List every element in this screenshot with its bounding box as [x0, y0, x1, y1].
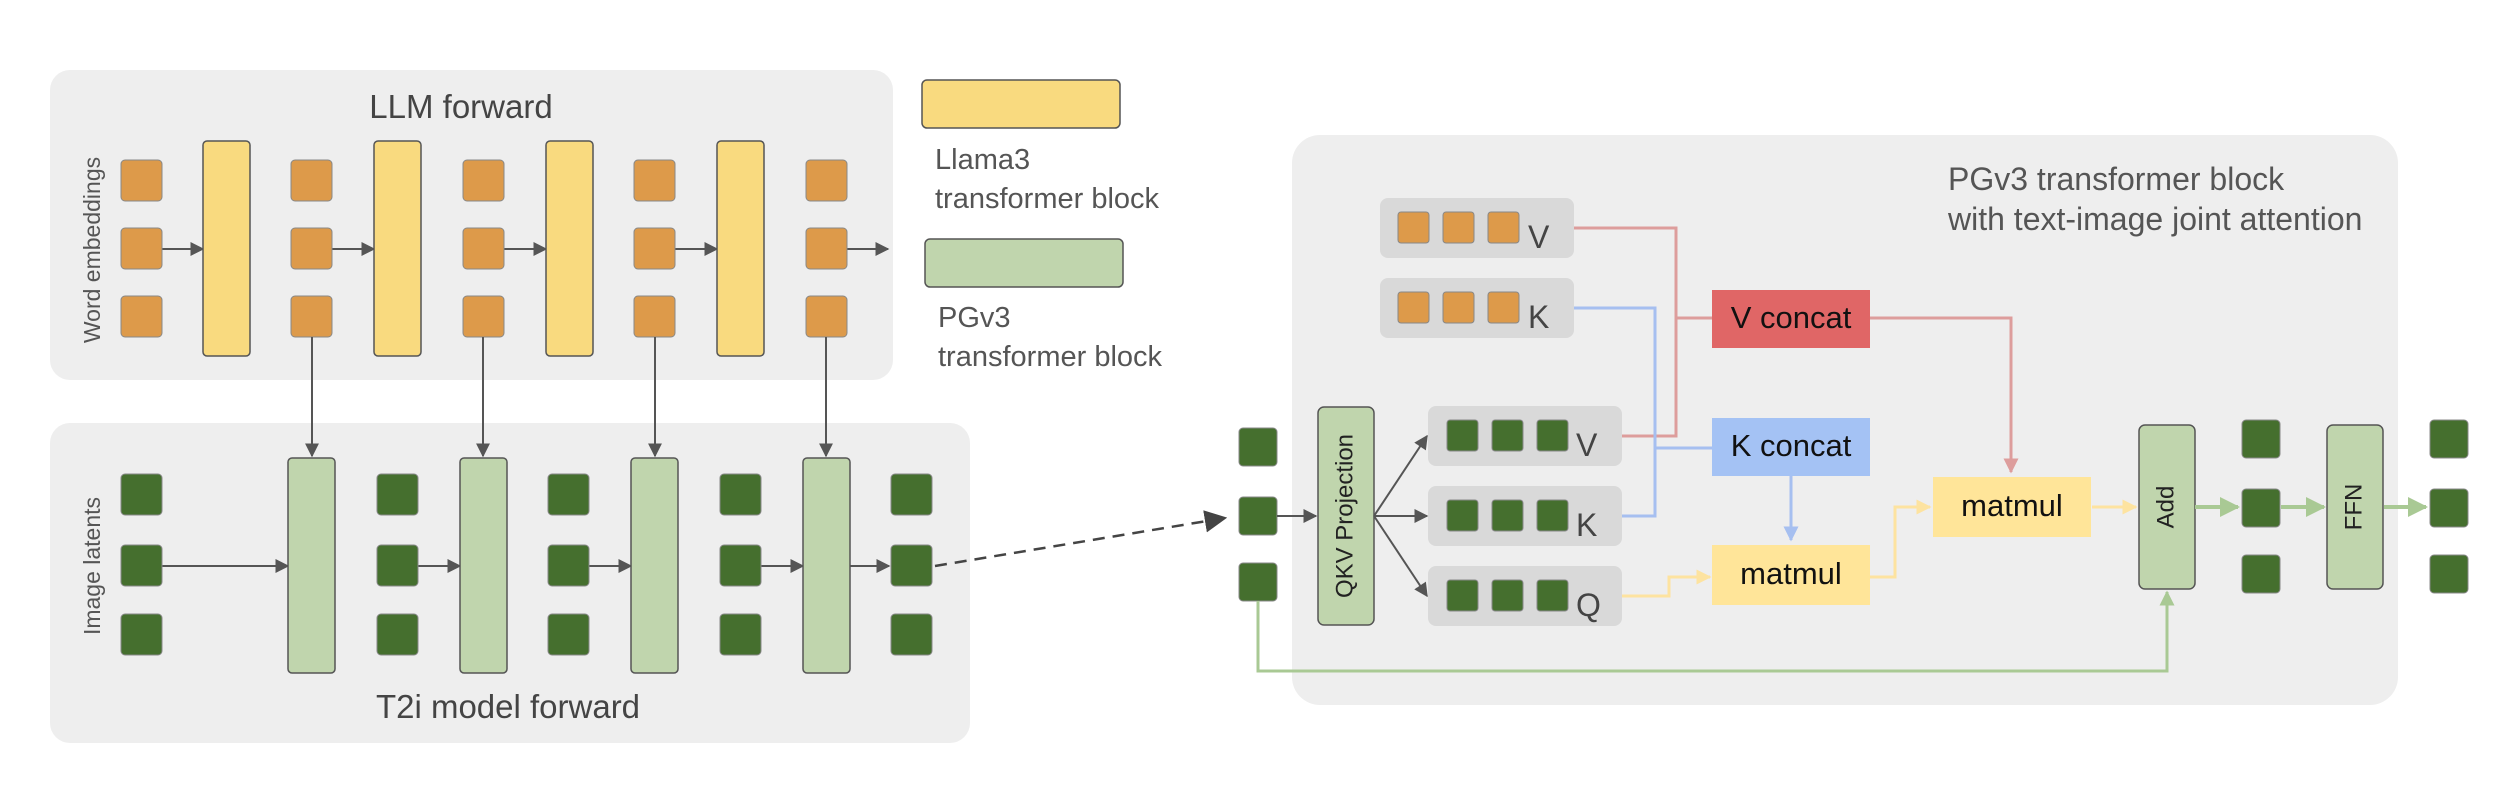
- word-token: [633, 227, 676, 270]
- word-embeddings-label: Word embeddings: [79, 157, 105, 343]
- image-token: [547, 613, 590, 656]
- k-concat-label: K concat: [1731, 428, 1852, 463]
- word-token: [462, 159, 505, 202]
- detail-connector: [934, 510, 1228, 568]
- image-k-token: [1491, 499, 1524, 532]
- ffn-label: FFN: [2340, 484, 2367, 531]
- matmul-v-label: matmul: [1961, 488, 2063, 523]
- qkv-projection-label: QKV Projection: [1331, 434, 1358, 598]
- text-k-token: [1442, 291, 1475, 324]
- llm-to-t2i-connectors: [305, 337, 833, 458]
- legend-llama-label-line1: Llama3: [935, 144, 1030, 176]
- image-k-label: K: [1576, 507, 1597, 543]
- v-concat-block: [1712, 290, 1870, 348]
- word-token: [805, 295, 848, 338]
- legend-llama-swatch: [921, 79, 1121, 129]
- image-token: [719, 613, 762, 656]
- add-label: Add: [2152, 486, 2179, 529]
- llama-block: [545, 140, 594, 357]
- word-token: [633, 295, 676, 338]
- image-token: [890, 473, 933, 516]
- pgv3-block: [630, 457, 679, 674]
- word-token: [120, 159, 163, 202]
- input-token: [1238, 427, 1278, 467]
- image-token: [376, 544, 419, 587]
- output-token: [2429, 554, 2469, 594]
- image-v-token: [1536, 419, 1569, 452]
- legend-pgv3-swatch: [924, 238, 1124, 288]
- image-v-token: [1446, 419, 1479, 452]
- image-token: [120, 613, 163, 656]
- text-k-label: K: [1528, 299, 1549, 335]
- pgv3-block: [459, 457, 508, 674]
- llama-block: [373, 140, 422, 357]
- image-token: [120, 473, 163, 516]
- llama-block: [716, 140, 765, 357]
- text-v-token: [1442, 211, 1475, 244]
- image-token: [547, 544, 590, 587]
- image-token: [890, 544, 933, 587]
- text-k-token: [1487, 291, 1520, 324]
- image-token: [890, 613, 933, 656]
- pgv3-detail-panel: PGv3 transformer block with text-image j…: [1238, 135, 2469, 705]
- image-q-label: Q: [1576, 587, 1601, 623]
- pgv3-block: [287, 457, 336, 674]
- word-token: [462, 295, 505, 338]
- input-token: [1238, 562, 1278, 602]
- image-v-label: V: [1576, 427, 1598, 463]
- image-token: [547, 473, 590, 516]
- text-v-token: [1487, 211, 1520, 244]
- input-token: [1238, 496, 1278, 536]
- llm-forward-title: LLM forward: [369, 88, 552, 125]
- llama-block: [202, 140, 251, 357]
- text-v-token: [1397, 211, 1430, 244]
- word-token: [290, 295, 333, 338]
- k-concat-block: [1712, 418, 1870, 476]
- image-q-token: [1446, 579, 1479, 612]
- word-token: [805, 227, 848, 270]
- legend-pgv3-label-line2: transformer block: [938, 341, 1163, 373]
- legend-pgv3-label-line1: PGv3: [938, 302, 1011, 334]
- word-token: [290, 159, 333, 202]
- output-token: [2429, 488, 2469, 528]
- word-token: [633, 159, 676, 202]
- matmul-qk-label: matmul: [1740, 556, 1842, 591]
- text-k-token: [1397, 291, 1430, 324]
- image-k-token: [1446, 499, 1479, 532]
- ffn-block: [2326, 424, 2384, 590]
- add-output-token: [2241, 488, 2281, 528]
- add-output-token: [2241, 554, 2281, 594]
- image-token: [376, 613, 419, 656]
- word-token: [120, 227, 163, 270]
- image-token: [376, 473, 419, 516]
- image-token: [719, 473, 762, 516]
- matmul-qk-block: [1712, 545, 1870, 605]
- residual-connection: [1256, 590, 2175, 673]
- output-token: [2429, 419, 2469, 459]
- word-token: [805, 159, 848, 202]
- pgv3-detail-title-line1: PGv3 transformer block: [1948, 161, 2285, 197]
- image-k-token: [1536, 499, 1569, 532]
- word-token: [462, 227, 505, 270]
- legend: Llama3 transformer block PGv3 transforme…: [921, 79, 1163, 373]
- t2i-forward-title: T2i model forward: [376, 688, 640, 725]
- image-token: [120, 544, 163, 587]
- matmul-v-block: [1933, 477, 2091, 537]
- pgv3-detail-title-line2: with text-image joint attention: [1947, 201, 2362, 237]
- image-token: [719, 544, 762, 587]
- image-v-token: [1491, 419, 1524, 452]
- image-latents-label: Image latents: [79, 497, 105, 635]
- add-output-token: [2241, 419, 2281, 459]
- word-token: [120, 295, 163, 338]
- llm-forward-panel: LLM forward Word embeddings: [50, 70, 893, 380]
- legend-llama-label-line2: transformer block: [935, 183, 1160, 215]
- pgv3-block: [802, 457, 851, 674]
- t2i-forward-panel: T2i model forward Image latents: [50, 423, 970, 743]
- v-concat-label: V concat: [1731, 300, 1852, 335]
- image-q-token: [1491, 579, 1524, 612]
- text-v-label: V: [1528, 219, 1550, 255]
- word-token: [290, 227, 333, 270]
- image-q-token: [1536, 579, 1569, 612]
